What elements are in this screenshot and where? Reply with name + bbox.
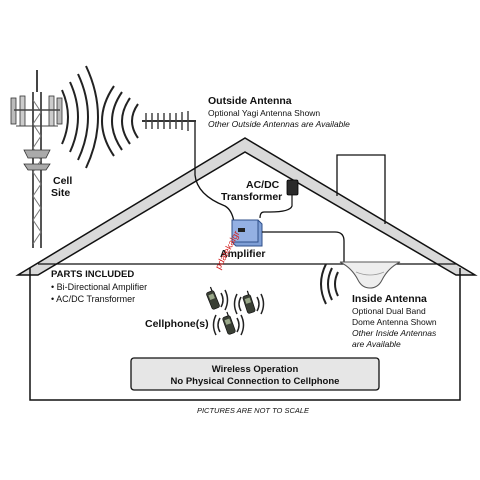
dome-antenna <box>339 261 401 289</box>
cellphones-label: Cellphone(s) <box>145 318 209 330</box>
parts-included-item-1-text: Bi-Directional Amplifier <box>57 282 148 292</box>
cell-site-label-line1: Cell <box>53 175 72 187</box>
dome-antenna-signal-waves <box>320 263 339 305</box>
chimney <box>336 154 386 224</box>
parts-included-item-2-text: AC/DC Transformer <box>56 294 135 304</box>
inside-antenna-title: Inside Antenna <box>352 293 427 305</box>
cell-tower <box>10 70 63 248</box>
yagi-antenna-signal-waves <box>101 85 139 157</box>
outside-antenna-title: Outside Antenna <box>208 95 292 107</box>
yagi-antenna <box>142 111 196 150</box>
transformer-icon <box>286 179 299 196</box>
parts-included-title: PARTS INCLUDED <box>51 269 134 280</box>
inside-antenna-line3: Other Inside Antennas <box>352 328 437 338</box>
not-to-scale-note: PICTURES ARE NOT TO SCALE <box>197 406 310 415</box>
cell-tower-signal-waves <box>61 65 99 169</box>
roof <box>15 137 478 276</box>
cellphone-icon-3 <box>222 311 236 335</box>
wireless-operation-box <box>130 357 380 391</box>
parts-included-item-1: • Bi-Directional Amplifier <box>51 282 147 292</box>
cellphone-icon-1 <box>206 286 220 310</box>
cellphone-icon-2 <box>242 290 256 314</box>
parts-included-item-2: • AC/DC Transformer <box>51 294 135 304</box>
outside-antenna-line2: Other Outside Antennas are Available <box>208 119 350 129</box>
cellphone-signal-waves <box>212 289 265 336</box>
transformer-cable <box>259 195 293 219</box>
cell-site-label-line2: Site <box>51 187 70 199</box>
inside-antenna-line1: Optional Dual Band <box>352 306 426 316</box>
inside-antenna-line2: Dome Antenna Shown <box>352 317 437 327</box>
transformer-label-line1: AC/DC <box>246 179 280 191</box>
wireless-operation-line1: Wireless Operation <box>212 364 299 375</box>
house-walls <box>29 268 461 401</box>
outside-antenna-line1: Optional Yagi Antenna Shown <box>208 108 320 118</box>
wireless-operation-line2: No Physical Connection to Cellphone <box>171 376 340 387</box>
amplifier-icon <box>231 219 263 247</box>
inside-antenna-line4: are Available <box>352 339 401 349</box>
outside-antenna-cable <box>194 150 235 223</box>
amplifier-label: Amplifier <box>220 248 266 260</box>
inside-antenna-cable <box>262 231 345 262</box>
transformer-label-line2: Transformer <box>221 191 282 203</box>
